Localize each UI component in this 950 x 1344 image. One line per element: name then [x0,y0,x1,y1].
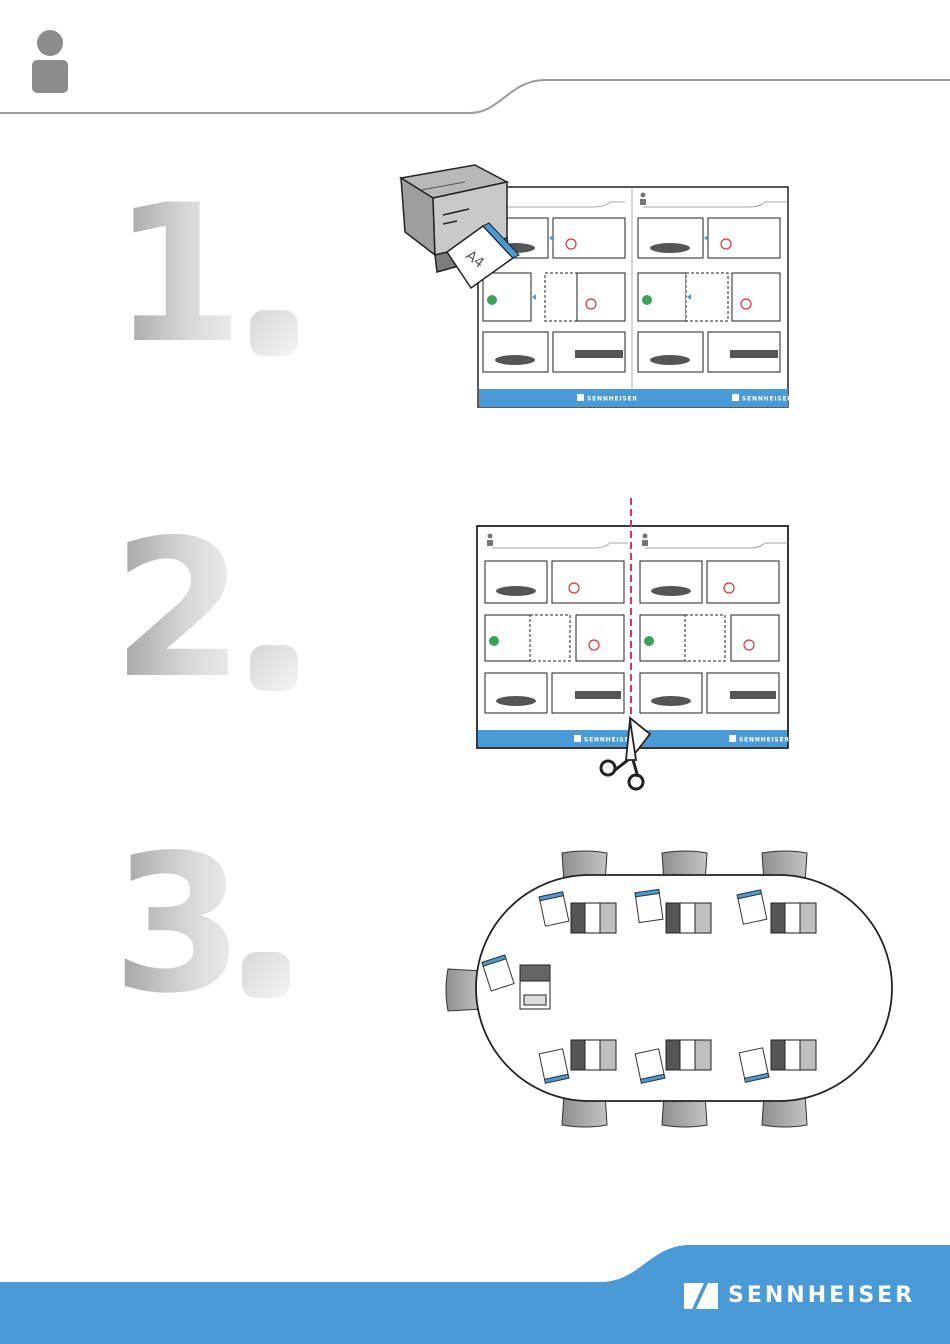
step1-illustration: SENNHEISER SENNHEISER A4 [395,160,795,415]
header-graphic [0,0,950,130]
chairman-unit [520,965,550,1009]
step-number-1: 1 [112,180,244,370]
sennheiser-logo-icon [684,1283,718,1309]
step-number-2: 2 [112,515,244,705]
step-number-3: 3 [112,830,244,1020]
header-swoosh-line [0,80,950,113]
cut-sheet: SENNHEISER SENNHEISER [477,526,790,748]
step-number-3-dot [242,952,290,998]
sheet-brand-left: SENNHEISER [587,396,638,403]
step-number-1-dot [250,310,298,356]
step-number-2-dot [250,645,298,691]
sheet2-brand-right: SENNHEISER [739,737,790,744]
step2-illustration: SENNHEISER SENNHEISER [470,498,800,798]
brand-wordmark: SENNHEISER [728,1283,915,1308]
step3-conference-table [440,845,900,1135]
person-icon [32,30,68,93]
sheet-brand-right: SENNHEISER [742,396,793,403]
printed-sheet: SENNHEISER SENNHEISER [478,187,793,407]
